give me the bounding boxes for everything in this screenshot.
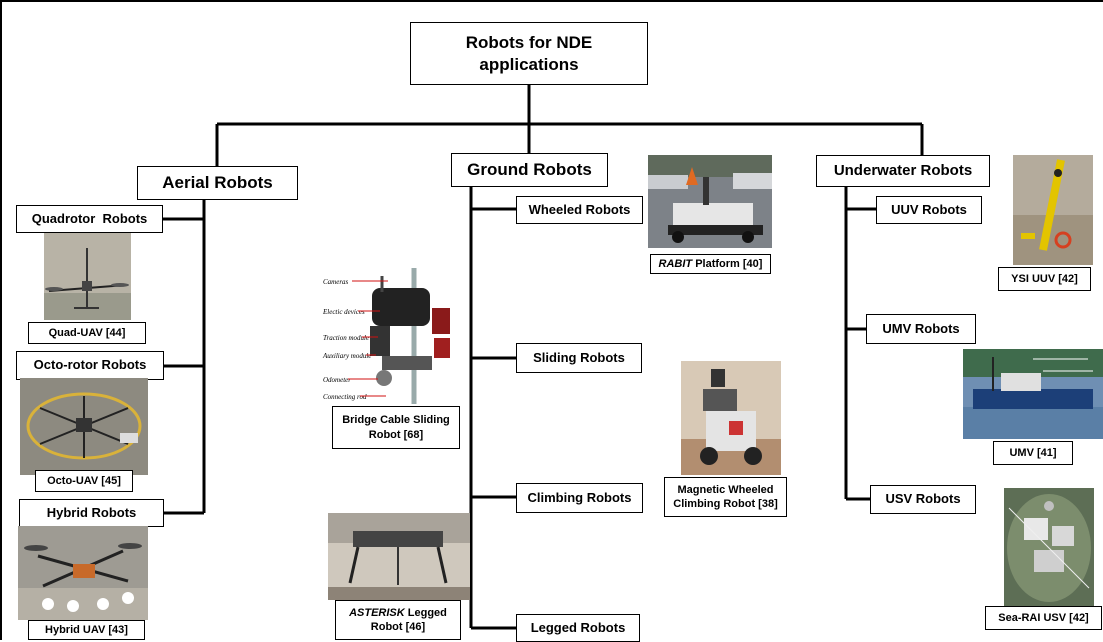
magnetic-caption-line1: Magnetic Wheeled xyxy=(677,483,774,496)
ground-robots-node: Ground Robots xyxy=(451,153,608,187)
bridge-cable-robot-photo xyxy=(322,268,464,404)
magnetic-climbing-robot-caption: Magnetic Wheeled Climbing Robot [38] xyxy=(664,477,787,517)
asterisk-legged-robot-caption: ASTERISK Legged Robot [46] xyxy=(335,600,461,640)
asterisk-caption-em: ASTERISK xyxy=(349,606,405,619)
bridge-cable-robot-caption: Bridge Cable Sliding Robot [68] xyxy=(332,406,460,449)
bridge-annotation-odometer: Odometer xyxy=(323,376,351,384)
quad-uav-photo xyxy=(44,233,131,320)
uuv-robots-node: UUV Robots xyxy=(876,196,982,224)
bridge-caption-line2: Robot [68] xyxy=(368,428,424,441)
rabit-caption-em: RABIT xyxy=(658,257,693,270)
climbing-robots-node: Climbing Robots xyxy=(516,483,643,513)
rabit-platform-photo xyxy=(648,155,772,248)
bridge-annotation-electric: Electic devices xyxy=(323,308,365,316)
bridge-annotation-connecting-rod: Connecting rod xyxy=(323,393,367,401)
umv-caption: UMV [41] xyxy=(993,441,1073,465)
root-label-line2: applications xyxy=(479,54,579,74)
ysi-uuv-caption: YSI UUV [42] xyxy=(998,267,1091,291)
aerial-robots-node: Aerial Robots xyxy=(137,166,298,200)
root-node: Robots for NDE applications xyxy=(410,22,648,85)
sea-rai-usv-caption: Sea-RAI USV [42] xyxy=(985,606,1102,630)
bridge-annotation-cameras: Cameras xyxy=(323,278,349,286)
quadrotor-robots-node: Quadrotor Robots xyxy=(16,205,163,233)
bridge-annotation-auxiliary: Auxiliary module xyxy=(323,352,372,360)
octo-uav-photo xyxy=(20,378,148,475)
wheeled-robots-node: Wheeled Robots xyxy=(516,196,643,224)
asterisk-caption-rest: Legged xyxy=(404,606,447,619)
asterisk-caption-line2: Robot [46] xyxy=(370,621,426,633)
octo-uav-caption: Octo-UAV [45] xyxy=(35,470,133,492)
legged-robots-node: Legged Robots xyxy=(516,614,640,642)
hybrid-uav-photo xyxy=(18,526,148,620)
bridge-annotation-traction: Traction module xyxy=(323,334,370,342)
magnetic-caption-line2: Climbing Robot [38] xyxy=(673,498,778,510)
ysi-uuv-photo xyxy=(1013,155,1093,265)
umv-photo xyxy=(963,349,1103,439)
hybrid-robots-node: Hybrid Robots xyxy=(19,499,164,527)
hybrid-uav-caption: Hybrid UAV [43] xyxy=(28,620,145,640)
sliding-robots-node: Sliding Robots xyxy=(516,343,642,373)
quad-uav-caption: Quad-UAV [44] xyxy=(28,322,146,344)
rabit-caption-rest: Platform [40] xyxy=(692,257,763,270)
rabit-platform-caption: RABIT Platform [40] xyxy=(650,254,771,274)
magnetic-climbing-robot-photo xyxy=(681,361,781,475)
octorotor-robots-node: Octo-rotor Robots xyxy=(16,351,164,380)
bridge-caption-line1: Bridge Cable Sliding xyxy=(342,414,450,427)
sea-rai-usv-photo xyxy=(1004,488,1094,606)
asterisk-legged-robot-photo xyxy=(328,513,470,600)
underwater-robots-node: Underwater Robots xyxy=(816,155,990,187)
usv-robots-node: USV Robots xyxy=(870,485,976,514)
umv-robots-node: UMV Robots xyxy=(866,314,976,344)
root-label-line1: Robots for NDE xyxy=(465,33,593,53)
